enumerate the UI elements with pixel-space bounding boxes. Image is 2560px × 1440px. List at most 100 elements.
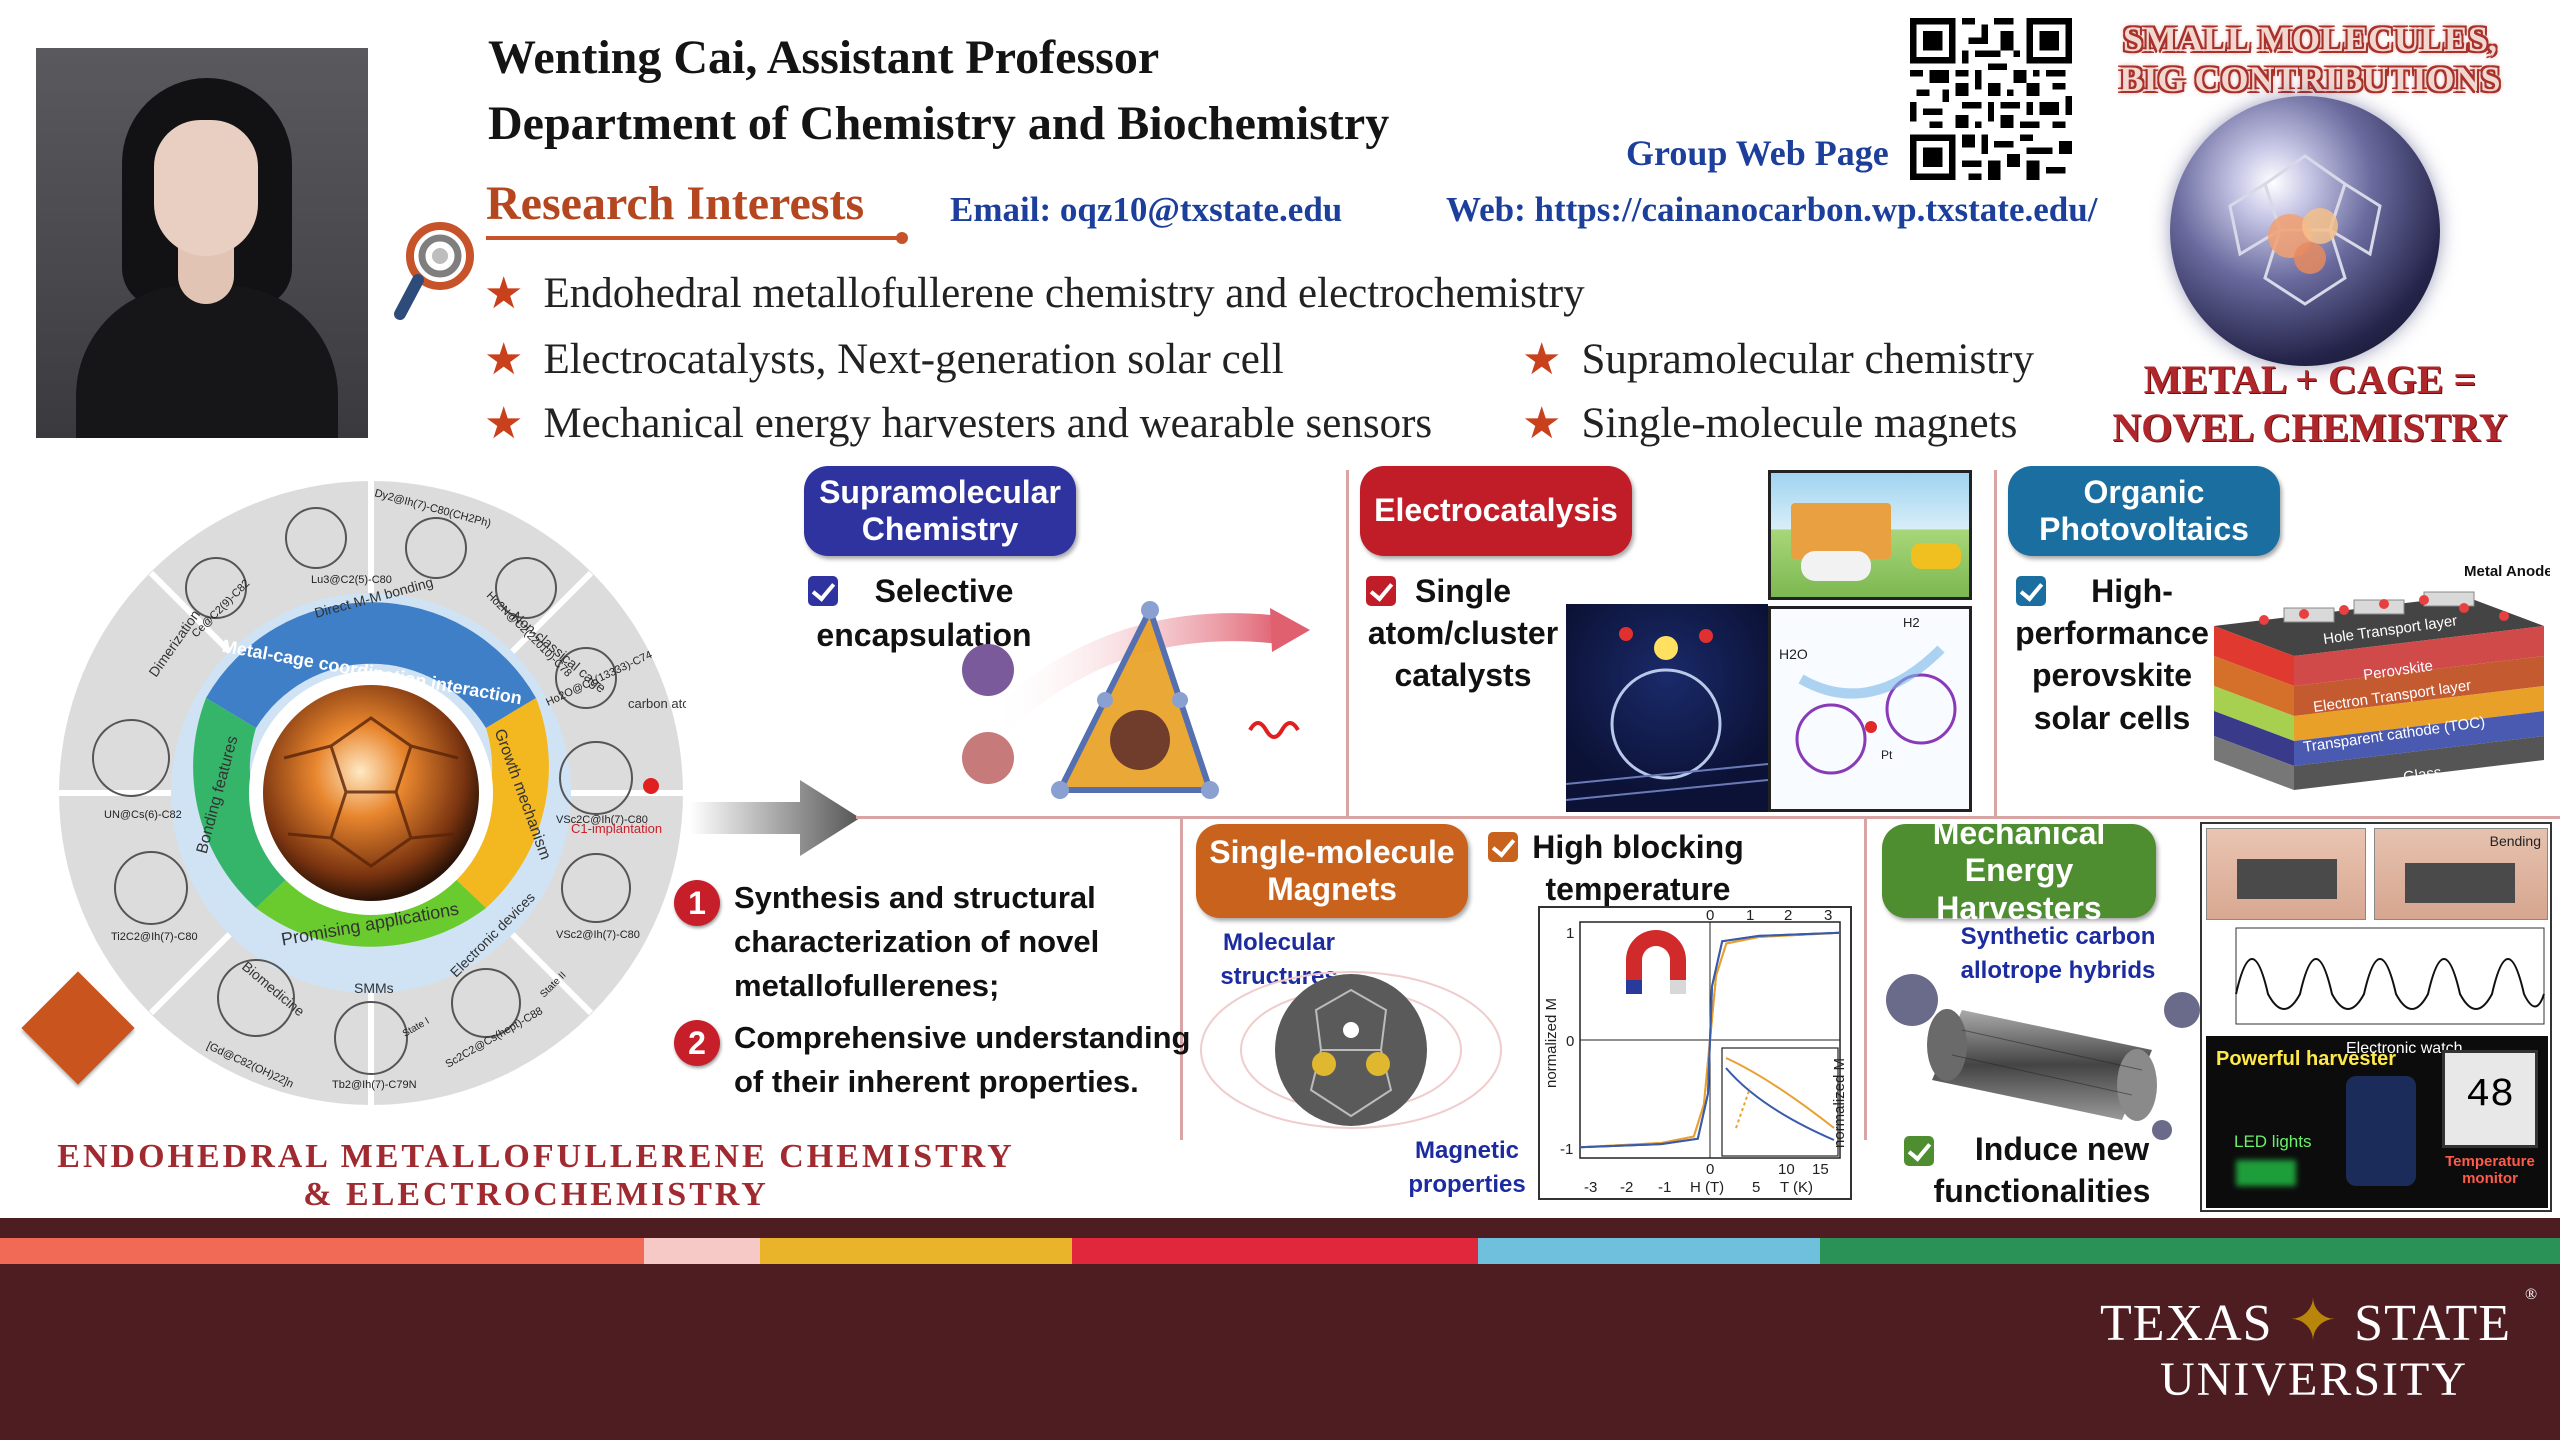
hysteresis-chart-frame: -3 -2 -1 0 0 1 2 3 1 0 -1 H (T) normaliz… (1538, 906, 1852, 1200)
x-tick: -1 (1658, 1179, 1671, 1196)
x-tick-top: 3 (1824, 908, 1832, 924)
smm-molecule-illustration (1200, 971, 1502, 1129)
x-tick: 0 (1706, 1161, 1714, 1178)
vertical-divider (1864, 816, 1867, 1140)
interest-item: ★Mechanical energy harvesters and wearab… (484, 399, 1433, 448)
electrocatalysis-item-text: Single atom/cluster catalysts (1367, 573, 1559, 694)
annotation-h2o: H2O (1779, 646, 1808, 662)
pt-catalyst-diagram: H2O H2 Pt (1768, 606, 1972, 812)
electrocatalysis-checkbox-item (1366, 576, 1396, 606)
meh-checkbox-item (1904, 1136, 1934, 1166)
inset-series-orange (1725, 1057, 1835, 1129)
interest-item: ★Endohedral metallofullerene chemistry a… (484, 269, 1585, 318)
powerful-harvester-label: Powerful harvester (2216, 1048, 2397, 1070)
star-icon: ★ (484, 269, 524, 318)
x-axis-label: H (T) (1690, 1179, 1724, 1196)
star-icon: ★ (1522, 335, 1562, 384)
catalyst-fullerene-image (1565, 604, 1769, 812)
qr-code-icon[interactable] (1910, 18, 2072, 180)
perovskite-stack-diagram: Metal Anode Hole Transport layer Perovsk… (2214, 563, 2550, 790)
checkbox-icon (808, 576, 838, 606)
annotation-h2: H2 (1903, 615, 1920, 630)
arrow-right-icon (690, 780, 860, 856)
group-web-page-label: Group Web Page (1626, 133, 1889, 173)
checkbox-icon (2016, 576, 2046, 606)
checkbox-icon (1488, 832, 1518, 862)
goal-number-badge: 2 (674, 1020, 720, 1066)
inset-x-tick: 10 (1778, 1161, 1795, 1178)
molecule-label: VSc2C@Ih(7)-C80 (556, 814, 648, 826)
texas-state-logo-line1: TEXAS ✦ STATE ® (2100, 1286, 2539, 1353)
email-link[interactable]: Email: oqz10@txstate.edu (950, 190, 1343, 229)
molecule-label: Ti2C2@Ih(7)-C80 (111, 931, 198, 943)
inset-x-tick: 15 (1812, 1161, 1829, 1178)
layer-label: Glass (2402, 764, 2442, 786)
slogan-line2: BIG CONTRIBUTIONS (2119, 59, 2501, 99)
temperature-monitor-label: Temperature monitor (2445, 1153, 2535, 1187)
molecule-label: UN@Cs(6)-C82 (104, 809, 182, 821)
slogan-line1: SMALL MOLECULES, (2122, 19, 2498, 59)
temperature-display: 48 (2442, 1050, 2538, 1148)
checkbox-icon (1366, 576, 1396, 606)
molecule-label: VSc2@Ih(7)-C80 (556, 929, 640, 941)
y-tick: 0 (1566, 1033, 1574, 1050)
section-label-electrocatalysis: Electrocatalysis (1360, 466, 1632, 556)
research-interests-title: Research Interests (486, 177, 865, 230)
x-tick-top: 1 (1746, 908, 1754, 924)
profile-photo (36, 48, 368, 438)
department-title: Department of Chemistry and Biochemistry (488, 97, 1390, 150)
vertical-divider (1346, 470, 1349, 816)
texas-state-logo-line2: UNIVERSITY (2160, 1353, 2468, 1406)
supramolecular-item-text: Selective (874, 573, 1014, 609)
inset-x-tick: 5 (1752, 1179, 1760, 1196)
metallofullerene-wheel-diagram: Metal-cage coordination interaction Grow… (59, 481, 686, 1105)
web-link[interactable]: Web: https://cainanocarbon.wp.txstate.ed… (1446, 190, 2098, 229)
goal-number-badge: 1 (674, 880, 720, 926)
endo-title-line1: ENDOHEDRAL METALLOFULLERENE CHEMISTRY (57, 1138, 1015, 1175)
y-axis-label: normalized M (1543, 998, 1560, 1088)
checkbox-icon (1904, 1136, 1934, 1166)
supramolecular-cage-illustration (962, 601, 1310, 799)
inset-x-axis-label: T (K) (1780, 1179, 1813, 1196)
title-underline-dot (896, 232, 908, 244)
smm-checkbox-item (1488, 832, 1518, 862)
metal-cage-line2: NOVEL CHEMISTRY (2112, 405, 2508, 450)
molecule-label: Lu3@C2(5)-C80 (311, 574, 392, 586)
meh-item-text: Induce new functionalities (1933, 1131, 2151, 1210)
endo-title-line2: & ELECTROCHEMISTRY (303, 1176, 769, 1213)
annotation-pt: Pt (1881, 748, 1893, 762)
opv-checkbox-item (2016, 576, 2046, 606)
solar-car-illustration (1768, 470, 1972, 600)
molecule-label: Tb2@Ih(7)-C79N (332, 1079, 417, 1091)
x-tick: -3 (1584, 1179, 1597, 1196)
magnifier-icon (394, 222, 474, 320)
star-icon: ✦ (2288, 1288, 2339, 1353)
carbon-nanotube-illustration (1886, 974, 2200, 1140)
color-stripe (760, 1238, 1072, 1264)
y-tick: -1 (1560, 1141, 1573, 1158)
color-stripe (0, 1238, 644, 1264)
color-stripe (1820, 1238, 2560, 1264)
y-tick: 1 (1566, 925, 1574, 942)
vertical-divider (1180, 816, 1183, 1140)
magnet-icon (1626, 930, 1686, 994)
supramolecular-checkbox-item (808, 576, 838, 606)
name-title: Wenting Cai, Assistant Professor (488, 31, 1160, 84)
harvester-panel: Bending Powerful harvester Electronic wa… (2200, 822, 2552, 1212)
horizontal-divider (856, 816, 2560, 819)
inset-series-blue (1725, 1067, 1835, 1141)
voltage-waveform-chart (2235, 927, 2545, 1025)
vertical-divider (1994, 470, 1997, 816)
x-tick-top: 0 (1706, 908, 1714, 924)
interest-item: ★Supramolecular chemistry (1522, 335, 2035, 384)
color-stripe (644, 1238, 760, 1264)
interest-item: ★Single-molecule magnets (1522, 399, 2018, 448)
title-underline (486, 236, 906, 240)
hysteresis-chart: -3 -2 -1 0 0 1 2 3 1 0 -1 H (T) normaliz… (1543, 907, 1848, 1196)
color-stripe (1478, 1238, 1820, 1264)
